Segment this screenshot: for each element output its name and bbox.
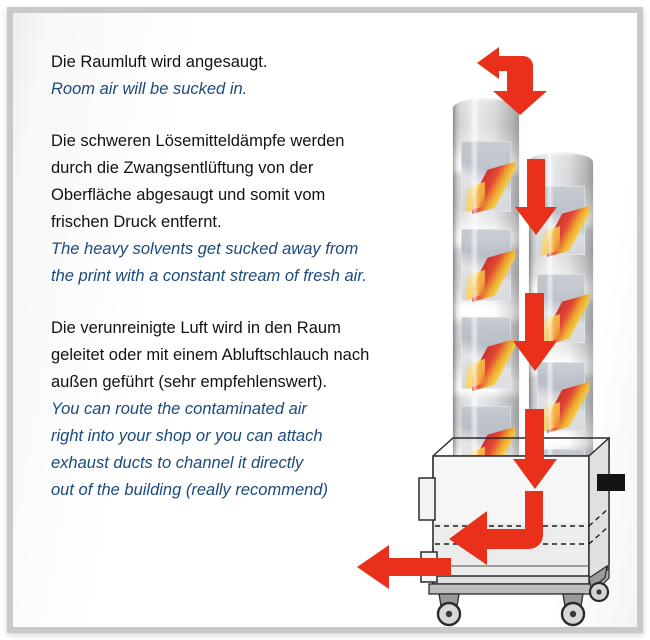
illustration: [343, 31, 648, 631]
caster-front-right: [560, 593, 586, 627]
paragraph-2-de-line-4: frischen Druck entfernt.: [51, 213, 222, 231]
paragraph-2-de-line-3: Oberfläche abgesaugt und somit vom: [51, 186, 326, 204]
paragraph-3-en-line-4: out of the building (really recommend): [51, 481, 328, 499]
caster-rear-right: [588, 564, 610, 603]
deflect-hook-arrow: [447, 491, 561, 583]
paragraph-2: Die schweren Lösemitteldämpfe werden dur…: [51, 128, 421, 290]
paragraph-1: Die Raumluft wird angesaugt. Room air wi…: [51, 49, 421, 103]
image-frame: Die Raumluft wird angesaugt. Room air wi…: [7, 7, 643, 633]
image-canvas: Die Raumluft wird angesaugt. Room air wi…: [13, 13, 637, 627]
paragraph-2-en-line-1: The heavy solvents get sucked away from: [51, 240, 359, 258]
paragraph-3-en-line-3: exhaust ducts to channel it directly: [51, 454, 304, 472]
paragraph-3-en-line-1: You can route the contaminated air: [51, 400, 307, 418]
paragraph-2-de-line-1: Die schweren Lösemitteldämpfe werden: [51, 132, 345, 150]
roll-left-shadow-edge: [453, 99, 457, 519]
paragraph-2-en-line-2: the print with a constant stream of fres…: [51, 267, 367, 285]
downflow-arrow-1: [513, 159, 559, 237]
roll-left-highlight: [470, 99, 479, 519]
paragraph-3: Die verunreinigte Luft wird in den Raum …: [51, 315, 421, 504]
paragraph-2-de-line-2: durch die Zwangsentlüftung von der: [51, 159, 314, 177]
cart-bottom-rail: [428, 583, 594, 595]
paragraph-1-en-line-1: Room air will be sucked in.: [51, 80, 248, 98]
downflow-arrow-3: [511, 409, 559, 491]
roll-right-highlight: [545, 153, 554, 519]
intake-hook-arrow: [475, 41, 557, 117]
handle-black: [597, 474, 625, 491]
paragraph-3-de-line-1: Die verunreinigte Luft wird in den Raum: [51, 319, 341, 337]
exhaust-left-arrow: [357, 543, 453, 591]
downflow-arrow-2: [511, 293, 559, 373]
paragraph-3-de-line-3: außen geführt (sehr empfehlenswert).: [51, 373, 328, 391]
paragraph-3-de-line-2: geleitet oder mit einem Abluftschlauch n…: [51, 346, 370, 364]
text-column: Die Raumluft wird angesaugt. Room air wi…: [51, 49, 421, 504]
caster-front-left: [436, 593, 462, 627]
paragraph-3-en-line-2: right into your shop or you can attach: [51, 427, 323, 445]
paragraph-1-de-line-1: Die Raumluft wird angesaugt.: [51, 53, 268, 71]
